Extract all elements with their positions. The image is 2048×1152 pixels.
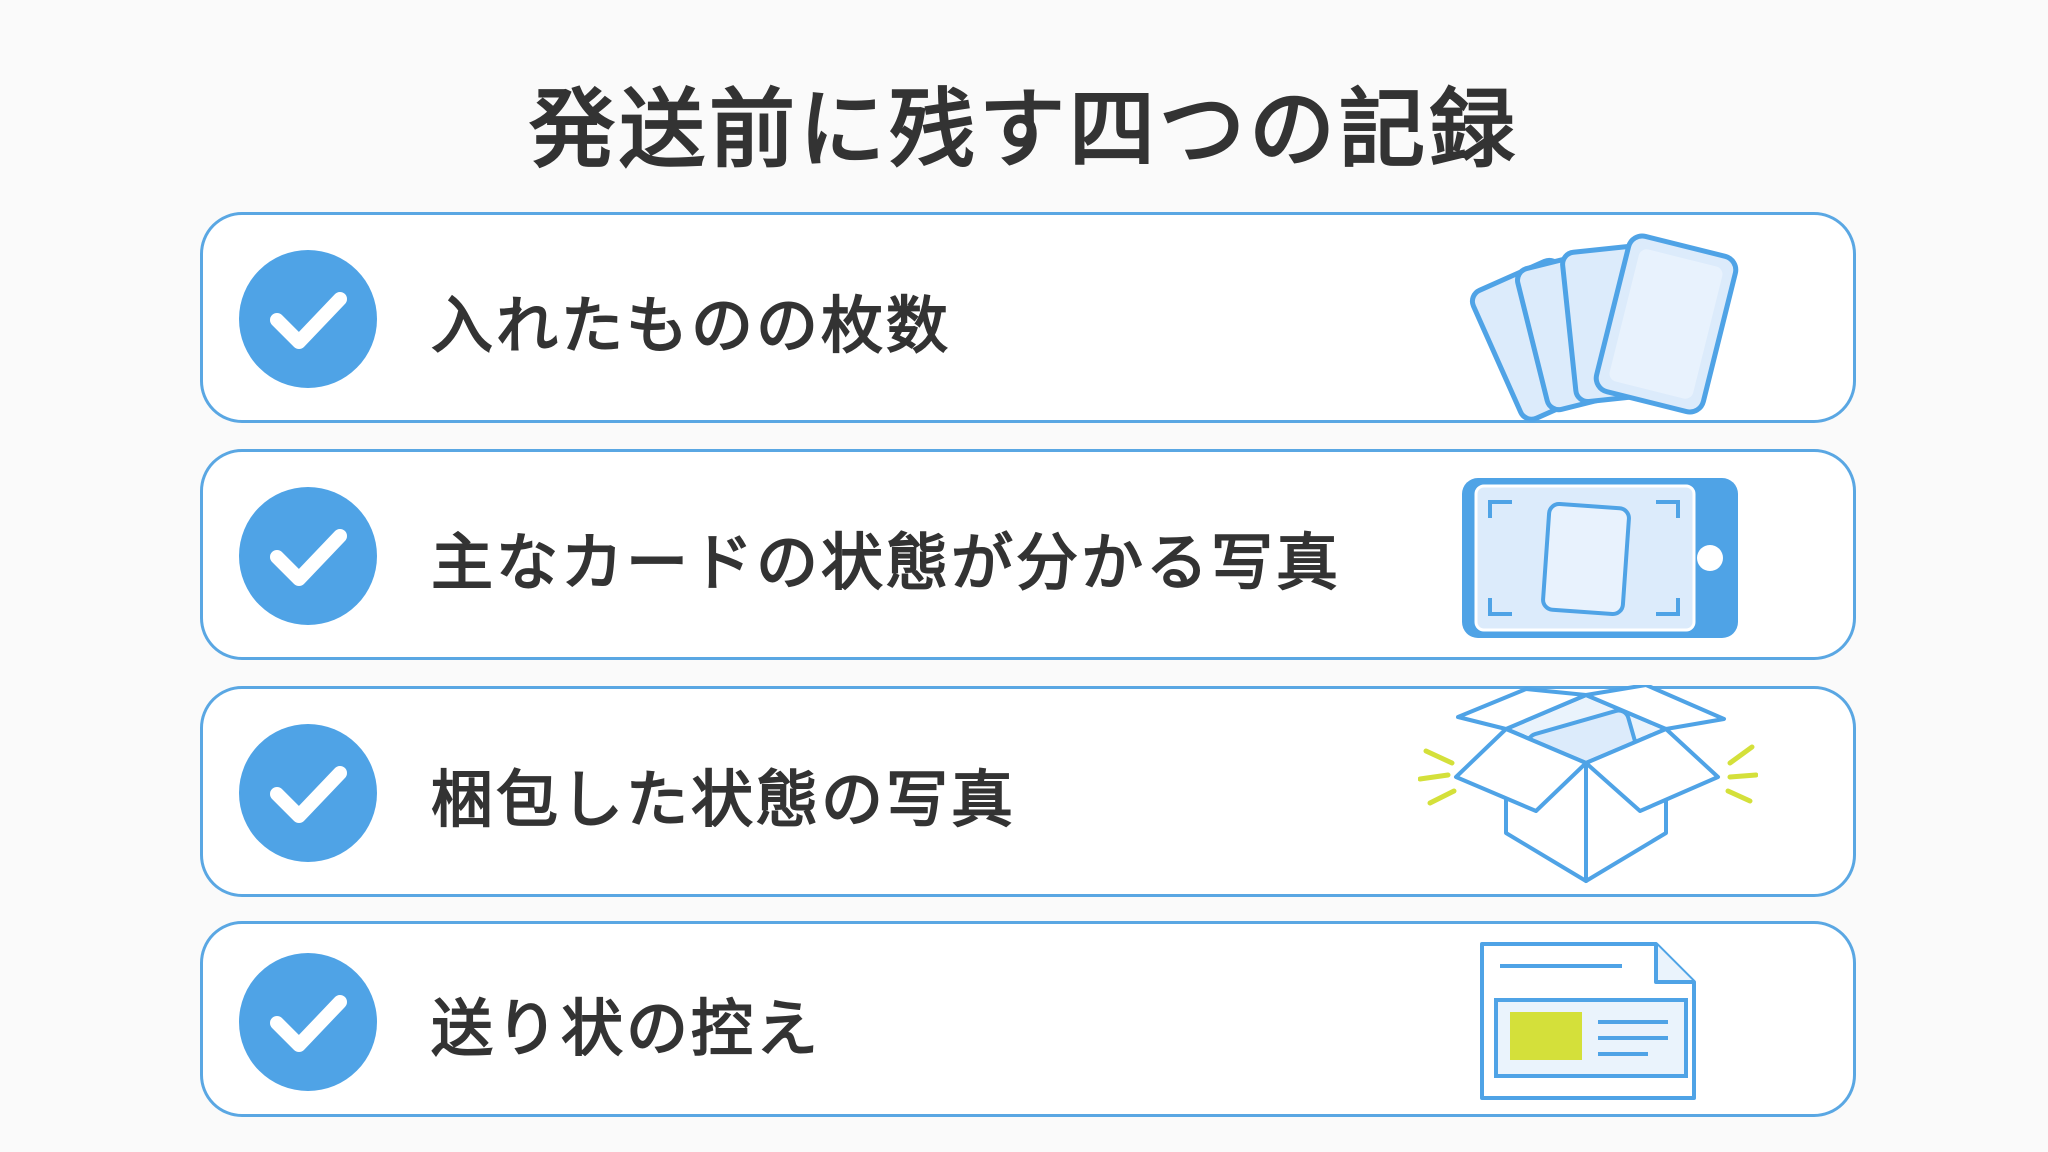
checklist-item-card-photo: 主なカードの状態が分かる写真 [200,449,1856,660]
page-title: 発送前に残す四つの記録 [529,80,1519,180]
check-icon [239,724,377,862]
card-stack-icon [1469,233,1739,422]
open-box-icon [1418,685,1758,883]
phone-camera-icon [1462,478,1738,638]
shipping-label-icon [1480,942,1696,1100]
checklist-item-receipt-copy: 送り状の控え [200,921,1856,1117]
item-label: 主なカードの状態が分かる写真 [431,526,1342,599]
check-icon [239,250,377,388]
item-label: 入れたものの枚数 [431,289,952,362]
item-label: 梱包した状態の写真 [431,763,1017,836]
check-icon [239,487,377,625]
check-icon [239,953,377,1091]
item-label: 送り状の控え [431,992,822,1065]
checklist-item-count: 入れたものの枚数 [200,212,1856,423]
checklist-item-package-photo: 梱包した状態の写真 [200,685,1856,897]
